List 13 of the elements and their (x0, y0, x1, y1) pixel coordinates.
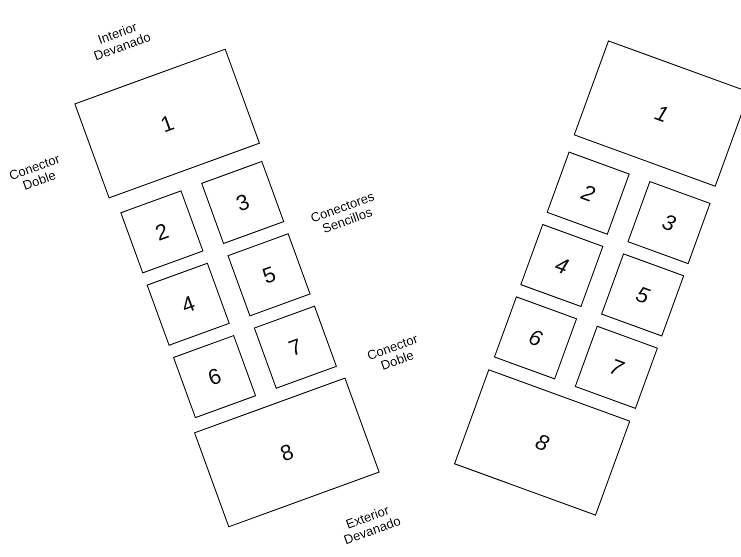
numbered-box: 2 (546, 152, 630, 235)
numbered-box: 7 (254, 306, 338, 389)
numbered-box: 4 (146, 262, 230, 346)
numbered-box: 4 (520, 224, 604, 308)
numbered-box: 6 (494, 296, 578, 380)
numbered-box: 3 (627, 180, 711, 264)
numbered-box: 1 (574, 40, 741, 187)
numbered-box: 7 (574, 326, 658, 409)
numbered-box: 5 (227, 233, 311, 316)
numbered-box: 6 (172, 334, 256, 418)
numbered-box: 5 (601, 253, 684, 337)
numbered-box: 2 (120, 190, 204, 274)
numbered-box: 3 (201, 160, 284, 244)
